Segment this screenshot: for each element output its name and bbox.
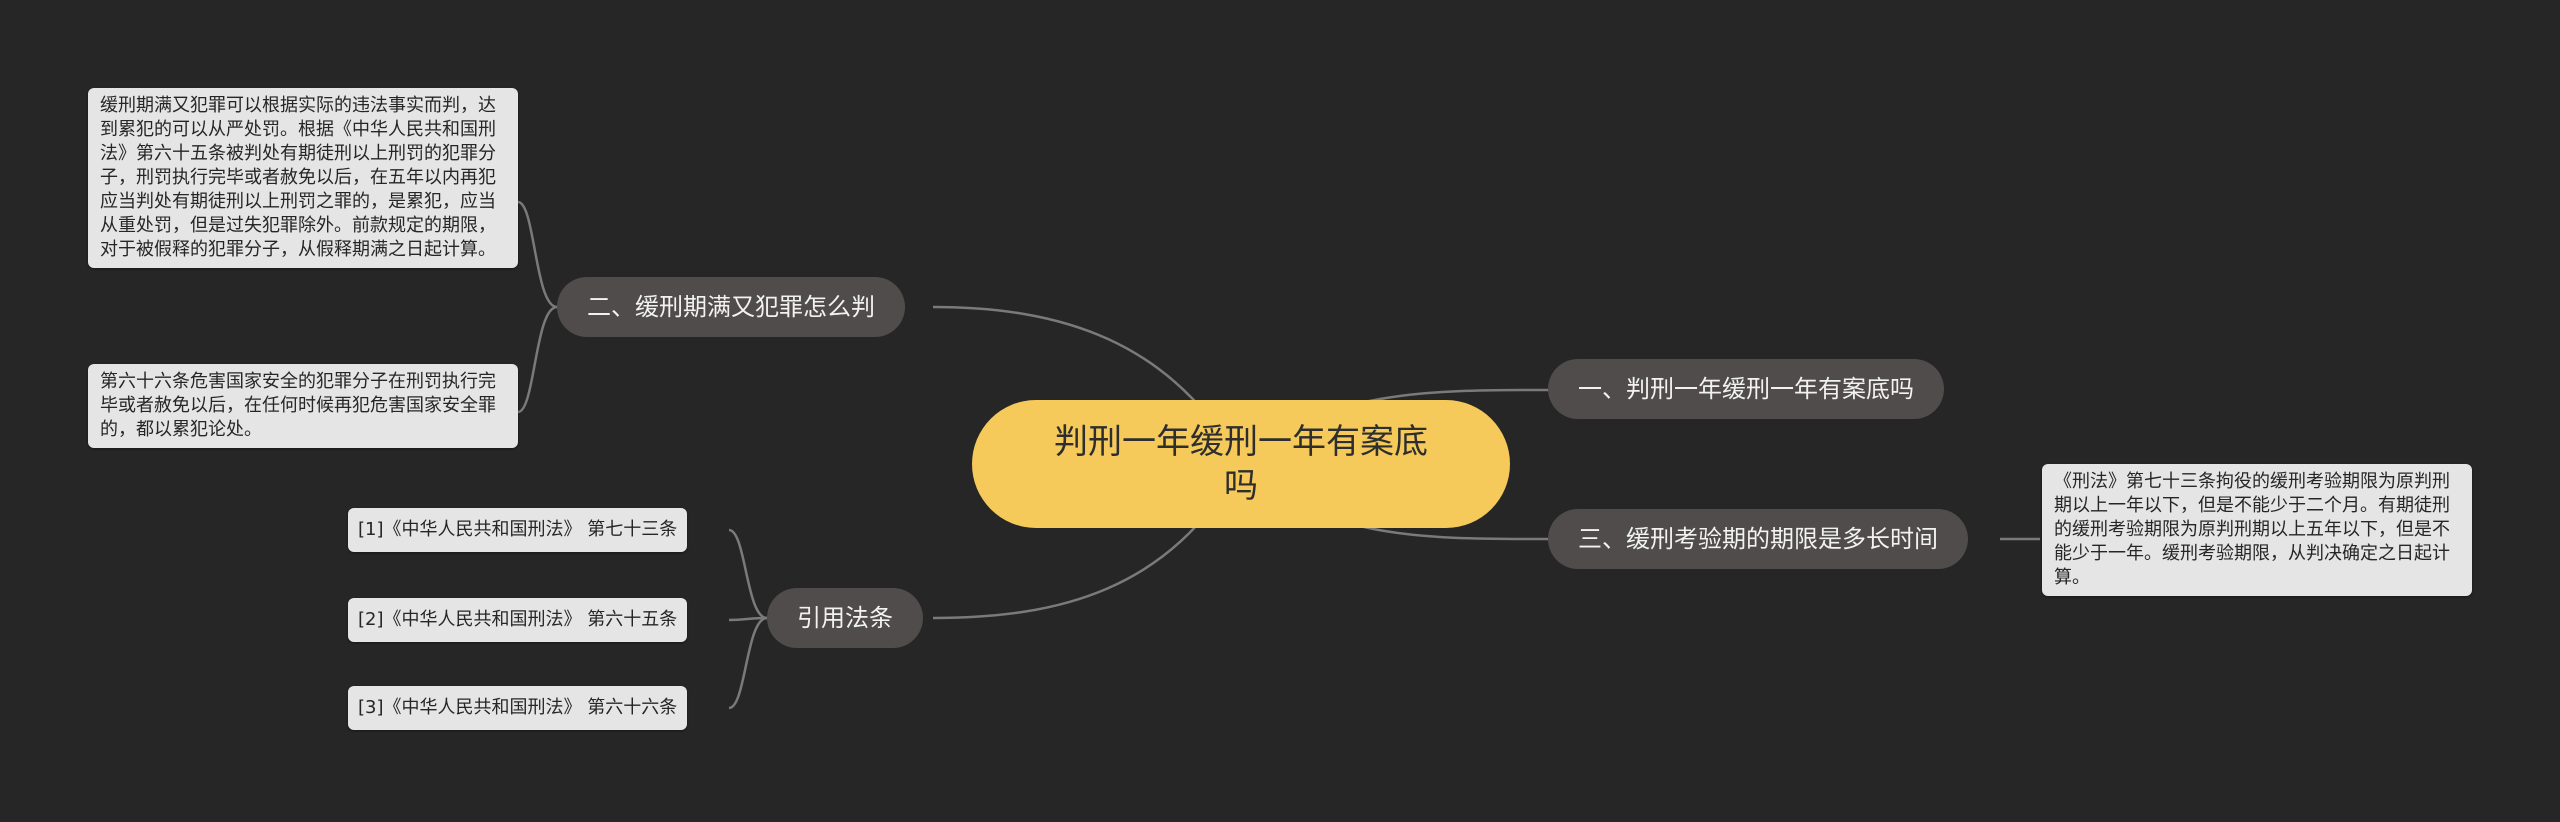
ref-item-2[interactable]: [2]《中华人民共和国刑法》 第六十五条	[348, 598, 688, 642]
branch-b1-label: 一、判刑一年缓刑一年有案底吗	[1578, 375, 1914, 403]
leaf-b2-2[interactable]: 第六十六条危害国家安全的犯罪分子在刑罚执行完毕或者赦免以后，在任何时候再犯危害国…	[88, 364, 518, 448]
ref-item-3-text: [3]《中华人民共和国刑法》 第六十六条	[358, 697, 678, 718]
branch-b2-label: 二、缓刑期满又犯罪怎么判	[587, 293, 875, 321]
branch-b2[interactable]: 二、缓刑期满又犯罪怎么判	[557, 277, 905, 337]
branch-b1[interactable]: 一、判刑一年缓刑一年有案底吗	[1548, 359, 1944, 419]
ref-item-3[interactable]: [3]《中华人民共和国刑法》 第六十六条	[348, 686, 688, 730]
connector-b2-leaf2	[517, 305, 558, 414]
root-topic[interactable]: 判刑一年缓刑一年有案底吗	[972, 400, 1510, 528]
leaf-b2-1-text: 缓刑期满又犯罪可以根据实际的违法事实而判，达到累犯的可以从严处罚。根据《中华人民…	[100, 95, 496, 260]
connector-refs-1	[728, 528, 768, 620]
leaf-b2-2-text: 第六十六条危害国家安全的犯罪分子在刑罚执行完毕或者赦免以后，在任何时候再犯危害国…	[100, 371, 496, 440]
ref-item-1[interactable]: [1]《中华人民共和国刑法》 第七十三条	[348, 508, 688, 552]
connector-refs-3	[728, 616, 768, 710]
ref-item-1-text: [1]《中华人民共和国刑法》 第七十三条	[358, 519, 678, 540]
branch-refs[interactable]: 引用法条	[767, 588, 923, 648]
connector-b2-leaf1	[517, 200, 558, 309]
leaf-b3-1[interactable]: 《刑法》第七十三条拘役的缓刑考验期限为原判刑期以上一年以下，但是不能少于二个月。…	[2042, 464, 2472, 596]
branch-b3[interactable]: 三、缓刑考验期的期限是多长时间	[1548, 509, 1968, 569]
branch-b3-label: 三、缓刑考验期的期限是多长时间	[1578, 525, 1938, 553]
leaf-b3-1-text: 《刑法》第七十三条拘役的缓刑考验期限为原判刑期以上一年以下，但是不能少于二个月。…	[2054, 471, 2450, 588]
branch-refs-label: 引用法条	[797, 604, 893, 632]
ref-item-2-text: [2]《中华人民共和国刑法》 第六十五条	[358, 609, 678, 630]
root-topic-label: 判刑一年缓刑一年有案底吗	[1054, 422, 1428, 506]
leaf-b2-1[interactable]: 缓刑期满又犯罪可以根据实际的违法事实而判，达到累犯的可以从严处罚。根据《中华人民…	[88, 88, 518, 268]
connector-refs-2	[728, 616, 768, 622]
